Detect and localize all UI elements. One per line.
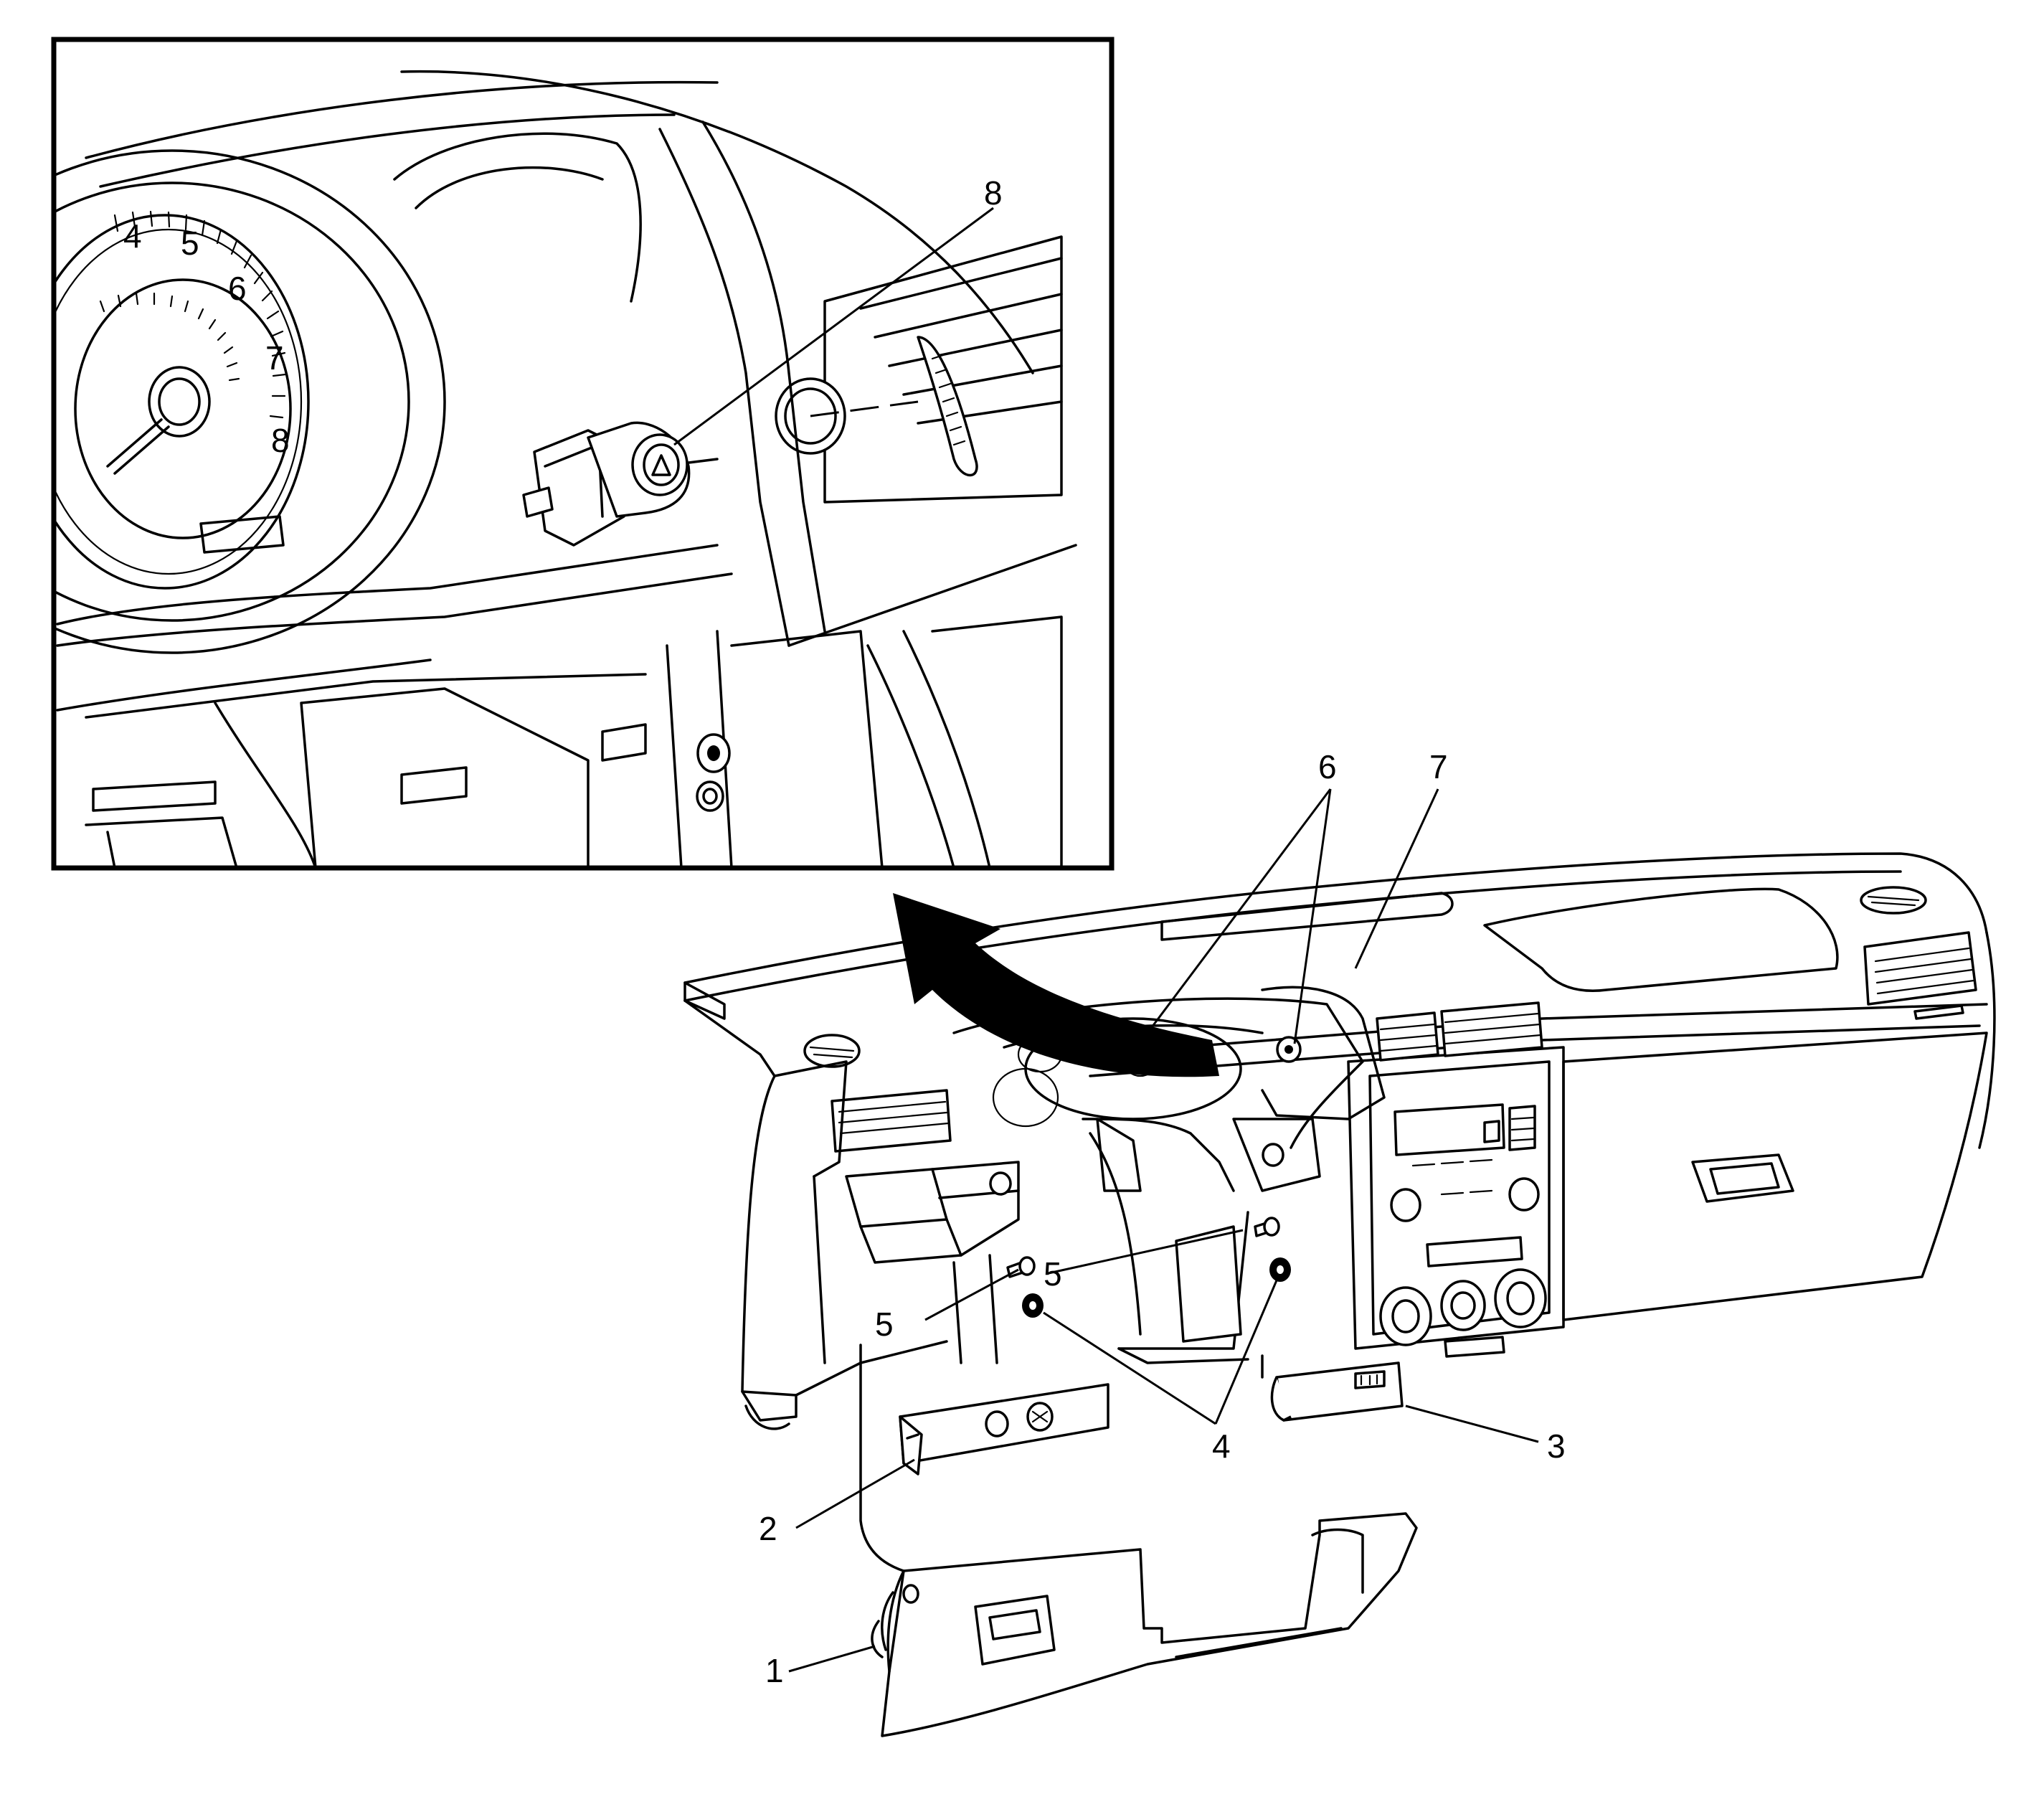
direction-arrow: [893, 893, 1219, 1077]
knee-bolster-panel: [859, 1344, 1418, 1737]
callout-4: 4: [1212, 1427, 1231, 1465]
callout-3: 3: [1547, 1427, 1566, 1465]
callout-6: 6: [1318, 748, 1337, 785]
gauge-number: 7: [265, 339, 284, 377]
callout-2: 2: [759, 1510, 777, 1547]
gauge-number: 8: [271, 422, 290, 459]
left-trim-panel: [899, 1383, 1109, 1476]
gauge-number: 5: [181, 225, 199, 262]
instrument-panel: [683, 852, 1996, 1430]
electrical-connector: [522, 421, 719, 547]
callout-1: 1: [765, 1652, 784, 1689]
leader-line: [673, 207, 994, 446]
callout-7: 7: [1429, 748, 1448, 785]
right-trim-panel: [1261, 1354, 1404, 1422]
leader-lines: [788, 788, 1539, 1673]
inset-drawing: 4 5 6 7 8: [56, 70, 1077, 866]
gauge-number: 6: [228, 270, 247, 307]
callout-5: 5: [875, 1306, 894, 1343]
callout-5: 5: [1044, 1255, 1062, 1293]
detail-inset: 4 5 6 7 8: [51, 37, 1115, 871]
callout-8: 8: [984, 174, 1003, 212]
gauge-number: 4: [123, 217, 142, 255]
